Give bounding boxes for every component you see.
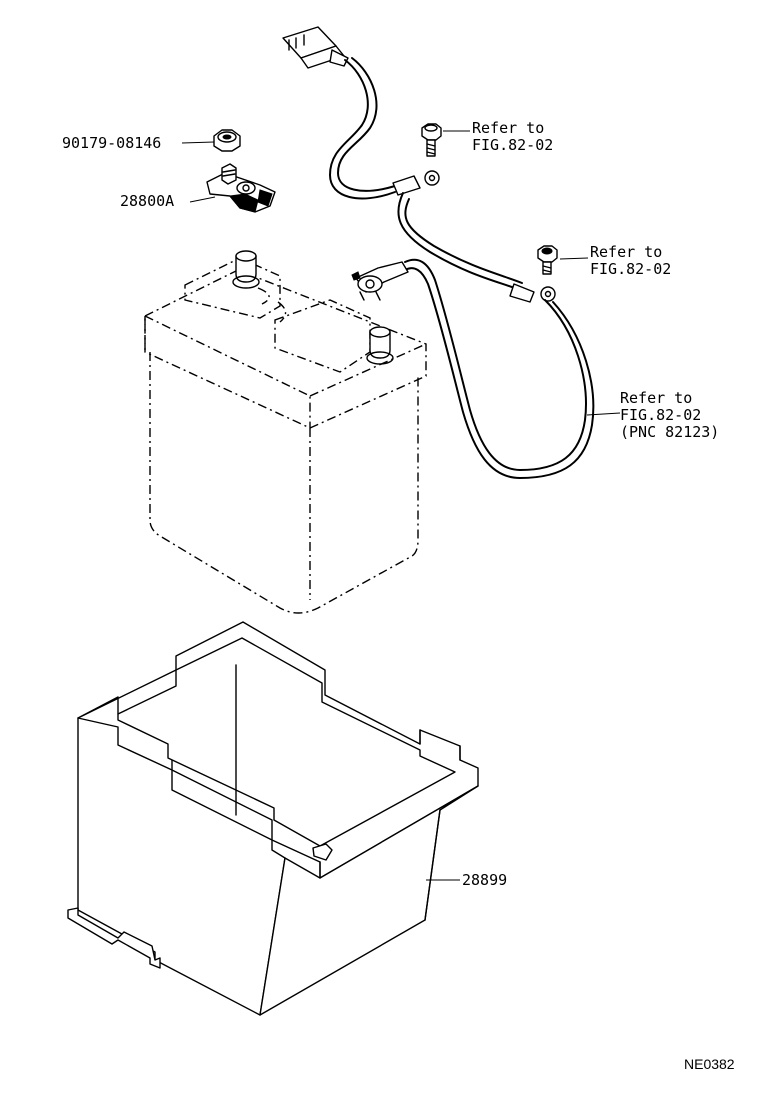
label-ref3-line1: Refer to [620,389,693,407]
harness-wire [329,57,440,200]
battery-phantom-outline [144,257,427,614]
wire-connector [282,26,349,69]
label-ref2-line2: FIG.82-02 [590,260,672,278]
label-ref2-line1: Refer to [590,243,663,261]
label-ref3-line3: (PNC 82123) [620,423,720,441]
label-clamp-part-no: 28800A [120,192,175,210]
label-ref3-line2: FIG.82-02 [620,406,702,424]
negative-cable [397,192,595,479]
battery-tray-28899 [67,621,479,1016]
label-drawing-code: NE0382 [684,1056,735,1072]
leader-lines [181,130,621,881]
battery-terminal-negative [366,326,394,365]
label-ref1-line2: FIG.82-02 [472,136,554,154]
battery-terminal-clamp [351,261,409,301]
bolt-ref-upper [421,123,442,157]
bolt-ref-middle [537,245,558,275]
label-tray-part-no: 28899 [462,871,508,889]
bolt-90179-08146 [213,129,241,152]
battery-terminal-positive [232,250,260,289]
label-ref1-line1: Refer to [472,119,545,137]
clamp-28800a [206,163,276,213]
label-bolt-part-no: 90179-08146 [62,134,162,152]
